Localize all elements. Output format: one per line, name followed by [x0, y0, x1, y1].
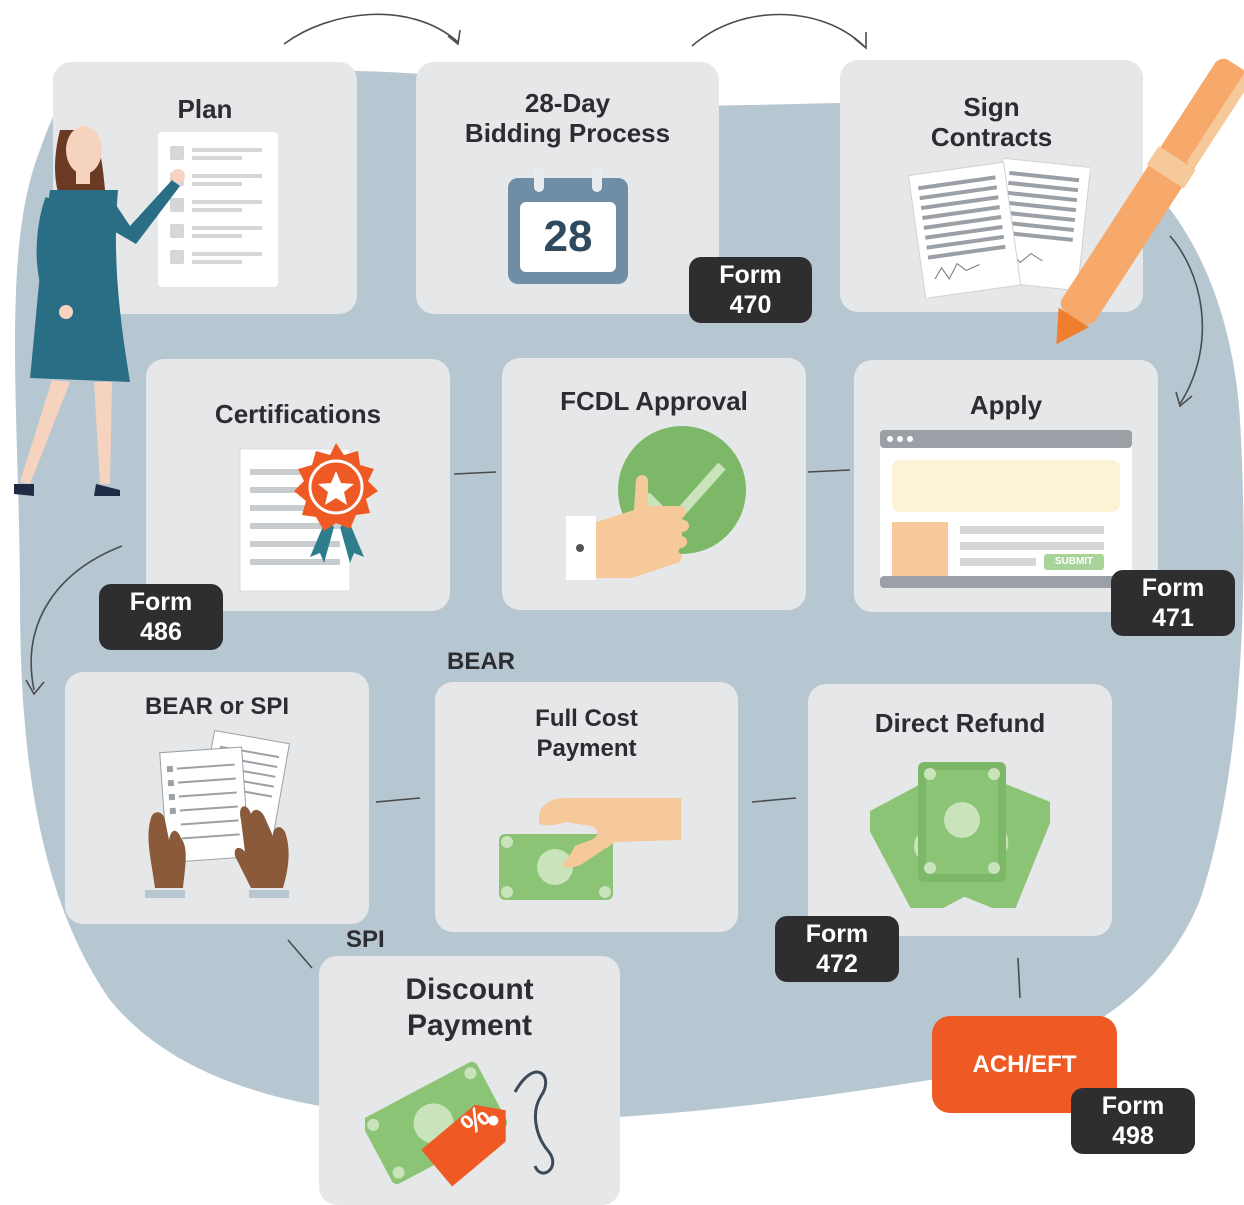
hand-with-cash-icon [499, 798, 681, 900]
step-fcdl-approval-title: FCDL Approval [560, 386, 748, 416]
fanned-cash-icon [870, 762, 1050, 908]
form-470-badge: Form 470 [689, 257, 812, 323]
route-label-bear: BEAR [447, 648, 516, 675]
route-label-spi: SPI [346, 926, 385, 953]
checklist-icon [158, 132, 278, 287]
submit-button-illustration: SUBMIT [1054, 556, 1094, 567]
step-bear-or-spi-title: BEAR or SPI [144, 693, 290, 720]
step-direct-refund-card: Direct Refund [808, 684, 1112, 936]
browser-form-icon [880, 430, 1132, 588]
step-bidding-title: 28-Day Bidding Process [464, 88, 671, 148]
certificate-award-icon [239, 443, 378, 592]
step-discount-payment-card: Discount Payment % [319, 956, 620, 1205]
form-486-badge: Form 486 [99, 584, 223, 650]
step-apply-card: Apply SUBMIT [854, 360, 1158, 612]
step-direct-refund-title: Direct Refund [874, 708, 1046, 738]
form-471-badge: Form 471 [1111, 570, 1235, 636]
form-498-badge: Form 498 [1071, 1088, 1195, 1154]
step-bear-or-spi-card: BEAR or SPI [65, 672, 369, 924]
hands-holding-forms-icon [145, 729, 291, 898]
step-sign-contracts-title: Sign Contracts [930, 92, 1053, 152]
step-discount-payment-title: Discount Payment [405, 973, 534, 1042]
step-plan-title: Plan [177, 94, 233, 124]
form-472-badge: Form 472 [775, 916, 899, 982]
step-plan-card: Plan [53, 62, 357, 314]
step-apply-title: Apply [969, 390, 1043, 420]
step-fcdl-approval-card: FCDL Approval [502, 358, 806, 610]
contract-documents-icon [907, 157, 1090, 298]
calendar-icon [508, 168, 628, 284]
step-full-cost-payment-card: Full Cost Payment [435, 682, 738, 932]
step-full-cost-payment-title: Full Cost Payment [535, 705, 638, 762]
calendar-day-number: 28 [543, 212, 593, 261]
cash-with-price-tag-icon [365, 1061, 555, 1187]
step-certifications-card: Certifications [146, 359, 450, 611]
step-bidding-card: 28-Day Bidding Process 28 [416, 62, 719, 314]
step-sign-contracts-card: Sign Contracts [840, 60, 1143, 312]
step-certifications-title: Certifications [214, 399, 382, 429]
thumbs-up-check-icon [566, 426, 746, 580]
